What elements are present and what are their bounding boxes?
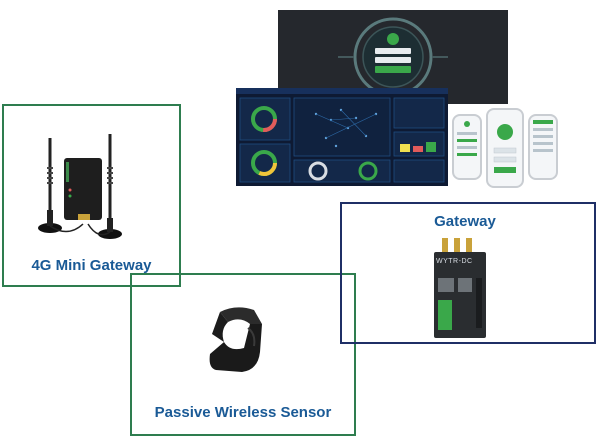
passive-sensor-icon: [209, 307, 262, 372]
monitoring-dashboard: [236, 88, 448, 186]
phone-left: [452, 114, 482, 180]
gateway-frame: [340, 202, 596, 344]
mini-gateway-label: 4G Mini Gateway: [31, 257, 152, 274]
login-screen: [278, 10, 508, 104]
phone-center: [486, 108, 524, 188]
phone-right: [528, 114, 558, 180]
dashboard-graphic: [236, 88, 448, 183]
gateway-brand-text: WYTR-DC: [436, 258, 473, 265]
sensor-label: Passive Wireless Sensor: [154, 404, 332, 421]
sensor-frame: [130, 273, 356, 436]
mini-gateway-device-icon: [38, 134, 122, 239]
gateway-label: Gateway: [434, 213, 496, 230]
mini-gateway-frame: [2, 104, 181, 287]
login-screen-graphic: [338, 17, 448, 97]
gateway-device-icon: [434, 238, 486, 338]
mobile-app-screens: [452, 108, 560, 188]
